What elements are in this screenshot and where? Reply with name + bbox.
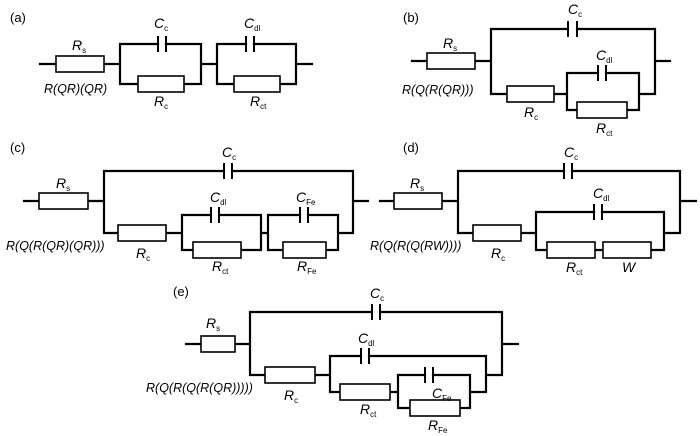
panel-e-wires bbox=[184, 310, 520, 410]
panel-b-rs-label: Rs bbox=[443, 35, 457, 53]
panel-c-rfe-label: RFe bbox=[297, 258, 317, 276]
panel-a-cdl-label: Cdl bbox=[244, 15, 261, 33]
panel-e-rc-resistor bbox=[264, 366, 316, 384]
panel-d-rs-resistor bbox=[393, 192, 443, 210]
panel-a: (a) Rs Cc Rc Cdl Rct R(QR)(QR) bbox=[10, 10, 314, 111]
panel-e-label: (e) bbox=[173, 284, 189, 299]
panel-d-w-label: W bbox=[622, 259, 637, 275]
panel-a-rct-label: Rct bbox=[250, 93, 267, 111]
panel-c-label: (c) bbox=[10, 140, 25, 155]
panel-c-rs-label: Rs bbox=[56, 175, 70, 193]
panel-b-rc-label: Rc bbox=[524, 104, 538, 122]
panel-d-cdl-label: Cdl bbox=[593, 185, 610, 203]
panel-b-cc-label: Cc bbox=[568, 1, 582, 19]
panel-e-rct-label: Rct bbox=[360, 401, 377, 419]
panel-a-formula: R(QR)(QR) bbox=[44, 82, 107, 96]
panel-e-rct-resistor bbox=[339, 383, 391, 401]
panel-e-rs-label: Rs bbox=[206, 315, 220, 333]
panel-e-cfe-label: CFe bbox=[432, 385, 452, 403]
panel-a-rs-resistor bbox=[55, 55, 105, 73]
panel-d: (d) Rs Cc Rc Cdl Rct W R(Q(R(Q(RW)))) bbox=[370, 140, 698, 277]
panel-e-rfe-resistor bbox=[409, 399, 461, 417]
panel-e-cc-label: Cc bbox=[370, 285, 384, 303]
panel-c-cfe-label: CFe bbox=[296, 189, 316, 207]
panel-e: (e) Rs Cc Rc Cdl Rct CFe RFe R(Q(R(Q(R(Q… bbox=[146, 284, 520, 435]
panel-d-wires bbox=[378, 169, 698, 252]
panel-d-formula: R(Q(R(Q(RW)))) bbox=[370, 239, 461, 253]
panel-d-w-element bbox=[602, 241, 652, 259]
panel-c: (c) Rs Cc Rc Cdl Rct CFe RFe R(Q(R(QR)(Q… bbox=[6, 140, 370, 276]
panel-c-wires bbox=[22, 169, 370, 252]
panel-a-label: (a) bbox=[10, 10, 26, 25]
panel-b-wires bbox=[410, 27, 672, 112]
panel-e-formula: R(Q(R(Q(R(QR))))) bbox=[146, 381, 253, 395]
panel-e-rfe-label: RFe bbox=[428, 417, 448, 435]
panel-e-cdl-label: Cdl bbox=[358, 330, 375, 348]
panel-c-rfe-resistor bbox=[282, 241, 327, 259]
panel-d-rs-label: Rs bbox=[410, 175, 424, 193]
panel-a-wires bbox=[38, 42, 314, 86]
panel-a-rct-resistor bbox=[233, 75, 281, 93]
panel-c-rct-resistor bbox=[192, 241, 242, 259]
panel-b-cdl-label: Cdl bbox=[596, 47, 613, 65]
panel-d-rct-resistor bbox=[546, 241, 596, 259]
panel-c-rct-label: Rct bbox=[212, 258, 229, 276]
panel-b-rc-resistor bbox=[506, 85, 555, 103]
panel-c-cdl-label: Cdl bbox=[210, 189, 227, 207]
panel-a-cc-label: Cc bbox=[154, 15, 168, 33]
panel-d-rct-label: Rct bbox=[566, 259, 583, 277]
panel-c-rs-resistor bbox=[38, 192, 89, 210]
panel-b-formula: R(Q(R(QR))) bbox=[402, 83, 474, 97]
panel-c-formula: R(Q(R(QR)(QR))) bbox=[6, 239, 105, 253]
panel-d-rc-resistor bbox=[472, 224, 522, 242]
panel-d-rc-label: Rc bbox=[491, 245, 505, 263]
panel-b-label: (b) bbox=[403, 10, 419, 25]
panel-d-label: (d) bbox=[403, 140, 419, 155]
panel-e-rc-label: Rc bbox=[284, 387, 298, 405]
panel-b-rct-label: Rct bbox=[596, 120, 613, 138]
panel-c-rc-label: Rc bbox=[136, 245, 150, 263]
panel-e-rs-resistor bbox=[200, 335, 236, 353]
panel-c-cc-label: Cc bbox=[222, 144, 236, 162]
panel-d-cc-label: Cc bbox=[564, 144, 578, 162]
panel-b-rs-resistor bbox=[426, 52, 476, 70]
panel-a-rs-label: Rs bbox=[72, 37, 86, 55]
panel-a-rc-label: Rc bbox=[154, 93, 168, 111]
panel-a-rc-resistor bbox=[137, 75, 185, 93]
panel-c-rc-resistor bbox=[117, 224, 167, 242]
panel-b-rct-resistor bbox=[576, 101, 628, 119]
panel-b: (b) Rs Cc Rc Cdl Rct R(Q(R(QR))) bbox=[402, 1, 672, 138]
